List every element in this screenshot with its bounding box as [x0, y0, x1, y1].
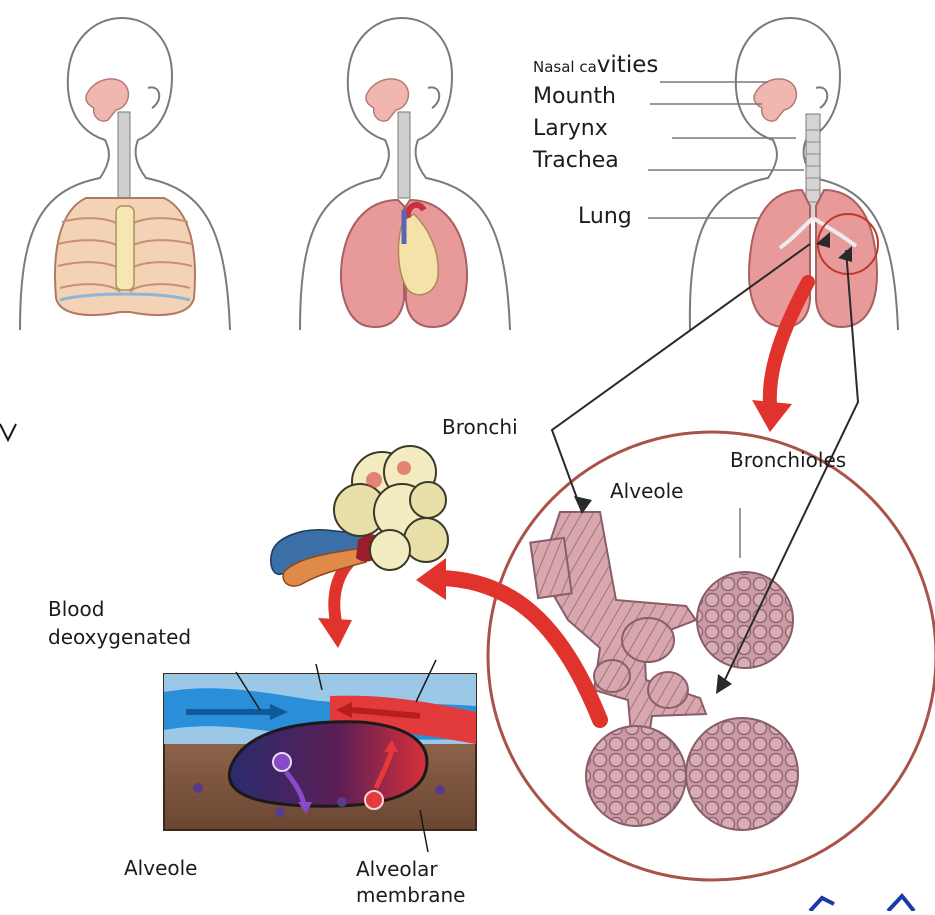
alveolus-cluster-illustration	[271, 446, 448, 586]
figure-ribcage	[20, 18, 230, 330]
label-larynx: Larynx	[533, 116, 608, 142]
sternum	[116, 206, 134, 290]
trachea	[398, 112, 410, 198]
label-mouth: Mounth	[533, 84, 616, 110]
left-lung	[341, 200, 404, 327]
figure-respiratory-tract	[690, 18, 898, 330]
label-nasal-cavities-suffix: vities	[597, 52, 659, 78]
figure-lungs-heart	[300, 18, 510, 330]
edge-glyph-left	[0, 424, 16, 440]
ear	[428, 87, 439, 108]
label-trachea: Trachea	[533, 148, 619, 174]
label-alveolar: Alveolar	[356, 856, 438, 882]
label-alveole-bottom: Alveole	[124, 855, 197, 881]
gas-exchange-section	[164, 674, 476, 830]
nasal-cavity	[754, 79, 796, 121]
label-bronchioles: Bronchioles	[730, 447, 846, 473]
ear	[148, 87, 159, 108]
ear	[816, 87, 827, 108]
label-lung: Lung	[578, 204, 632, 230]
label-membrane: membrane	[356, 882, 465, 908]
label-bronchi: Bronchi	[442, 414, 518, 440]
label-blood: Blood	[48, 596, 104, 622]
label-nasal-cavities: Nasal cavities	[533, 52, 658, 80]
label-nasal-cavities-prefix: Nasal ca	[533, 58, 597, 76]
label-deoxygenated: deoxygenated	[48, 624, 191, 650]
trachea	[118, 112, 130, 202]
label-alveole-top: Alveole	[610, 478, 683, 504]
edge-glyph-bottom-right	[810, 896, 914, 911]
